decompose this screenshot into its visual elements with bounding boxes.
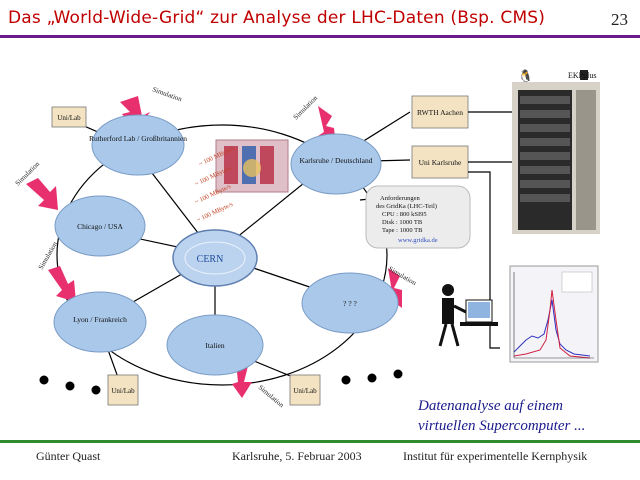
node-label: Karlsruhe / Deutschland (300, 156, 373, 165)
node-label: ? ? ? (343, 299, 357, 308)
server-rack-image (512, 70, 600, 234)
requirements-row: Disk : 1000 TB (382, 219, 423, 226)
footer-institute: Institut für experimentelle Kernphysik (403, 449, 588, 463)
grid-ring (56, 124, 388, 386)
ekp-label: EKPplus (568, 71, 596, 80)
analysis-plot (509, 265, 599, 363)
sim-label: Simulation (292, 94, 320, 122)
unilab-boxes (51, 106, 321, 406)
caption-line1: Datenanalyse auf einem (418, 398, 563, 414)
user-at-computer-icon (438, 284, 498, 347)
rwth-box (411, 95, 469, 129)
page-number: 23 (611, 10, 628, 29)
uni-karlsruhe-label: Uni Karlsruhe (419, 158, 462, 167)
grid-diagram: Simulation Simulation Simulation Simulat… (14, 69, 600, 410)
rwth-label: RWTH Aachen (417, 108, 463, 117)
footer-author: Günter Quast (36, 449, 101, 463)
unilab-label: Uni/Lab (57, 114, 81, 122)
sim-label: Simulation (257, 383, 286, 409)
regional-nodes (53, 114, 399, 376)
detector-image (215, 139, 289, 193)
cern-label: CERN (197, 254, 224, 265)
cern-node (172, 229, 258, 287)
node-labels: Rutherford Lab / Großbritannien Karlsruh… (73, 134, 373, 350)
node-label: Chicago / USA (77, 222, 123, 231)
requirements-row: CPU : 800 kSI95 (382, 211, 427, 218)
slide-title: Das „World-Wide-Grid“ zur Analyse der LH… (8, 8, 546, 28)
more-dots (39, 369, 403, 395)
sim-label: Simulation (37, 240, 60, 271)
requirements-box (365, 185, 471, 249)
node-label: Italien (205, 341, 224, 350)
sim-label: Simulation (151, 85, 183, 103)
unilab-label: Uni/Lab (293, 387, 317, 395)
requirements-row: Tape : 1000 TB (382, 227, 423, 234)
footer-date: Karlsruhe, 5. Februar 2003 (232, 449, 362, 463)
node-label: Lyon / Frankreich (73, 315, 127, 324)
requirements-subtitle: des GridKa (LHC-Teil) (376, 203, 437, 210)
bottom-rule (0, 440, 640, 443)
caption-line2: virtuellen Supercomputer ... (418, 418, 586, 434)
gridka-link: www.gridka.de (398, 237, 438, 244)
penguin-icon: 🐧 (518, 69, 533, 83)
top-rule (0, 35, 640, 38)
unilab-label: Uni/Lab (111, 387, 135, 395)
node-label: Rutherford Lab / Großbritannien (89, 134, 187, 143)
svg-text:~ 100 MByte/s: ~ 100 MByte/s (196, 201, 235, 224)
requirements-title: Anforderungen (380, 195, 420, 202)
uni-karlsruhe-box (411, 145, 469, 179)
caption: Datenanalyse auf einem virtuellen Superc… (418, 396, 585, 436)
